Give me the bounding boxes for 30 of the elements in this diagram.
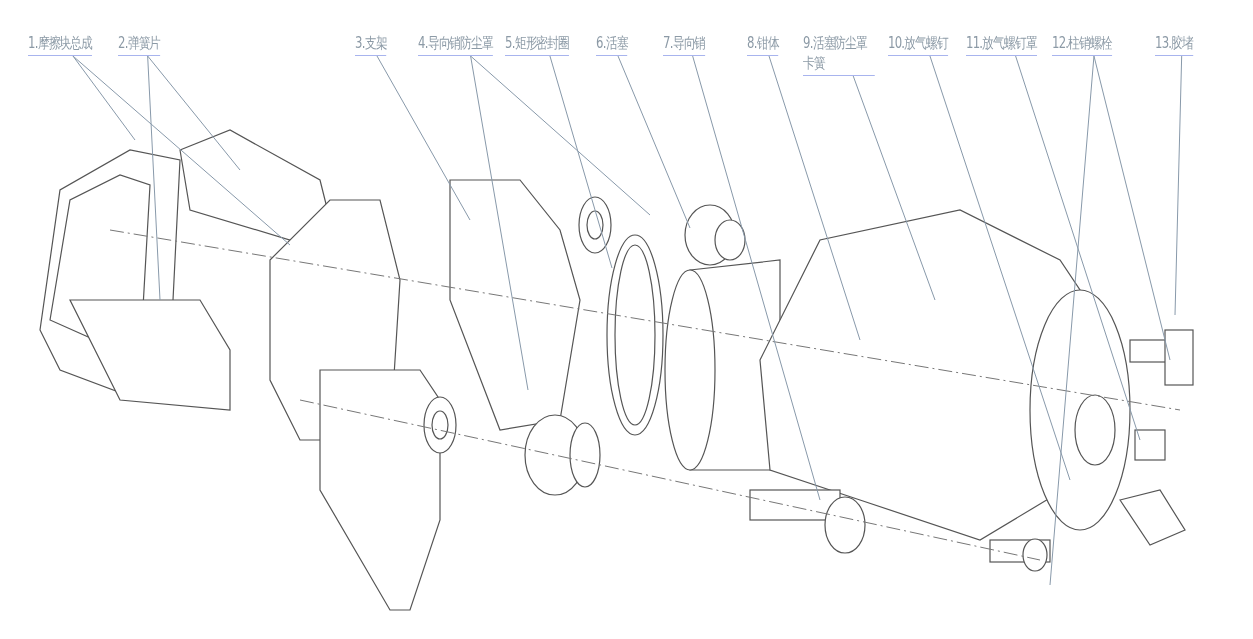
leader-line [929,55,1071,481]
leader-line [1174,55,1183,316]
callout-label: 7.导向销 [663,33,706,56]
leader-line [549,55,613,269]
callout-label: 12.柱销螺栓 [1052,33,1112,56]
leader-line [852,75,936,301]
leader-line [72,55,136,141]
callout-label: 5.矩形密封圈 [505,33,570,56]
callout-label: 13.胶堵 [1155,33,1194,56]
callout-label: 10.放气螺钉 [888,33,948,56]
leader-line [692,55,821,501]
leader-line [470,55,651,216]
callout-label: 9.活塞防尘罩卡簧 [803,33,875,76]
leader-line [768,55,861,341]
callout-label: 3.支架 [355,33,387,56]
leader-line [147,55,161,301]
callout-label: 2.弹簧片 [118,33,161,56]
callout-label: 6.活塞 [596,33,628,56]
leader-line [72,55,291,246]
leader-line [147,55,241,171]
leader-line [1093,55,1171,361]
leader-line [1015,55,1141,441]
callout-label: 1.摩擦块总成 [28,33,93,56]
callout-label: 4.导向销防尘罩 [418,33,494,56]
leader-line [617,55,691,229]
callout-label: 11.放气螺钉罩 [966,33,1037,56]
leader-line [1049,55,1095,586]
callout-label: 8.钳体 [747,33,779,56]
leader-line [470,55,529,391]
leader-line [376,55,471,221]
